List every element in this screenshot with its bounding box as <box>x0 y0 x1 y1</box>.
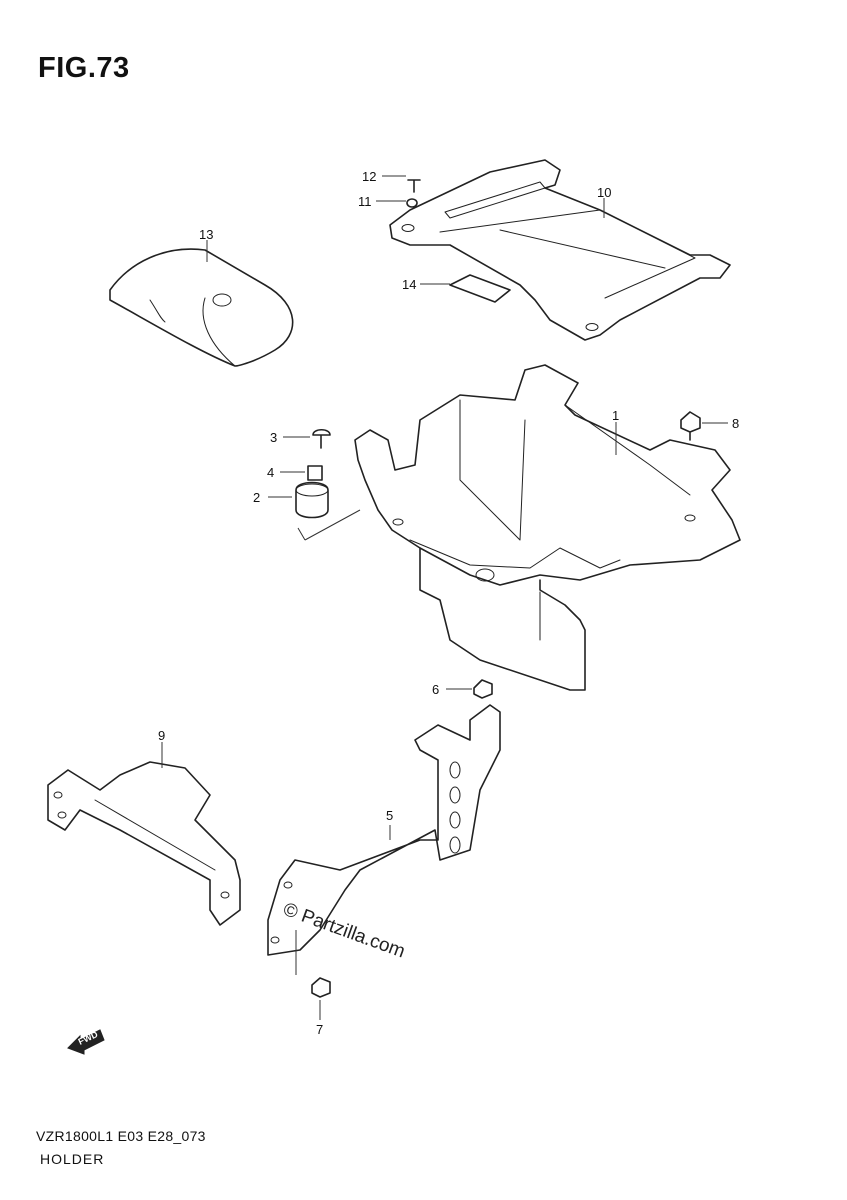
callout-14[interactable]: 14 <box>402 277 450 292</box>
callout-8[interactable]: 8 <box>702 416 739 431</box>
part-1-holder-box[interactable] <box>354 364 741 691</box>
part-6-bolt[interactable] <box>473 679 493 699</box>
callout-2[interactable]: 2 <box>253 490 292 505</box>
callout-3[interactable]: 3 <box>270 430 310 445</box>
callout-3-label: 3 <box>270 430 277 445</box>
part-2-rubber-mount[interactable] <box>295 481 329 519</box>
part-9-bracket[interactable] <box>47 761 241 926</box>
callout-11[interactable]: 11 <box>358 194 406 209</box>
figure-name: HOLDER <box>40 1151 105 1167</box>
model-code: VZR1800L1 E03 E28_073 <box>36 1128 206 1144</box>
front-arrow-icon: FWD <box>67 1029 105 1055</box>
callout-9-label: 9 <box>158 728 165 743</box>
callout-4[interactable]: 4 <box>267 465 305 480</box>
callout-12-label: 12 <box>362 169 376 184</box>
callout-7[interactable]: 7 <box>316 1000 323 1037</box>
callout-10[interactable]: 10 <box>597 185 611 218</box>
callout-10-label: 10 <box>597 185 611 200</box>
figure-title: FIG.73 <box>38 52 130 84</box>
part-11-nut[interactable] <box>406 198 418 208</box>
callout-9[interactable]: 9 <box>158 728 165 768</box>
part-4-collar[interactable] <box>307 465 323 481</box>
part-12-screw[interactable] <box>407 179 421 193</box>
part-7-bolt[interactable] <box>295 930 331 998</box>
callout-5[interactable]: 5 <box>386 808 393 840</box>
callout-14-label: 14 <box>402 277 416 292</box>
callout-13-label: 13 <box>199 227 213 242</box>
callout-4-label: 4 <box>267 465 274 480</box>
callout-12[interactable]: 12 <box>362 169 406 184</box>
callout-1[interactable]: 1 <box>612 408 619 455</box>
callout-5-label: 5 <box>386 808 393 823</box>
callout-1-label: 1 <box>612 408 619 423</box>
part-10-top-plate[interactable] <box>389 159 731 341</box>
part-13-cover[interactable] <box>109 248 294 367</box>
callout-8-label: 8 <box>732 416 739 431</box>
callout-11-label: 11 <box>358 194 372 209</box>
callout-6-label: 6 <box>432 682 439 697</box>
part-14-pad[interactable] <box>449 274 511 303</box>
callout-7-label: 7 <box>316 1022 323 1037</box>
callout-13[interactable]: 13 <box>199 227 213 262</box>
callout-6[interactable]: 6 <box>432 682 472 697</box>
callout-2-label: 2 <box>253 490 260 505</box>
part-8-bolt[interactable] <box>680 411 701 441</box>
part-5-bracket[interactable] <box>267 704 501 956</box>
watermark: © Partzilla.com <box>280 899 407 963</box>
part-3-screw[interactable] <box>312 428 331 449</box>
